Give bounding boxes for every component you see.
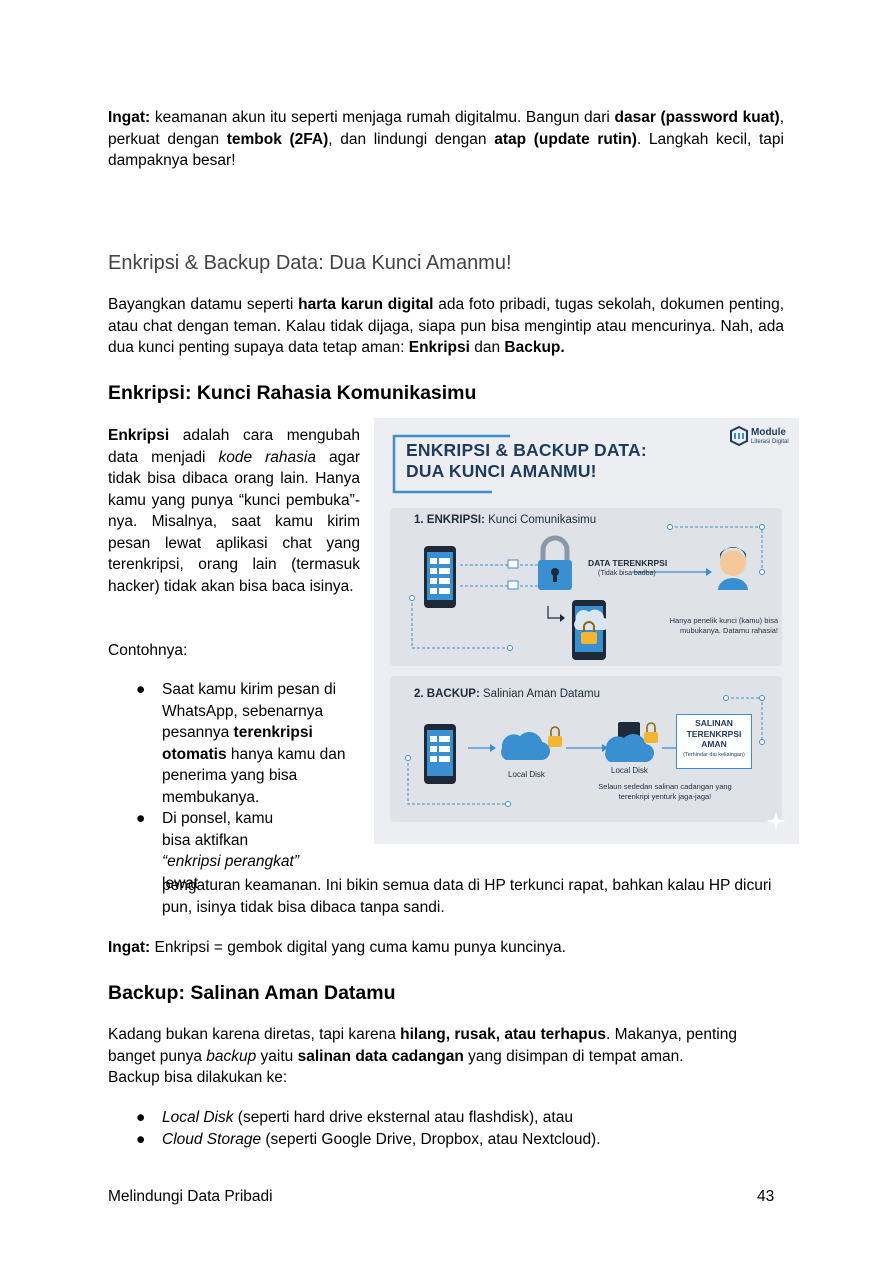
data-terenkripsi-label: DATA TERENKRPSI xyxy=(588,558,668,568)
local-disk-label: Local Disk xyxy=(611,766,648,775)
bold-text: Backup. xyxy=(504,339,565,356)
logo-name: Module xyxy=(751,427,786,438)
panel-title: 2. BACKUP: Salinian Aman Datamu xyxy=(414,688,600,700)
ingat-label: Ingat: xyxy=(108,939,151,956)
text: keamanan akun itu seperti menjaga rumah … xyxy=(150,109,615,126)
bullet-icon: ● xyxy=(136,1130,146,1148)
panel-number: 2. BACKUP: xyxy=(414,688,480,700)
backup-heading: Backup: Salinan Aman Datamu xyxy=(108,982,396,1004)
bold-text: dasar (password kuat) xyxy=(614,109,780,126)
bold-text: harta karun digital xyxy=(298,296,434,313)
enkripsi-paragraph: Enkripsi adalah cara mengubah data menja… xyxy=(108,425,360,597)
page-number: 43 xyxy=(757,1188,775,1205)
panel-subtitle: Salinian Aman Datamu xyxy=(479,688,600,700)
panel-title: 1. ENKRIPSI: Kunci Comunikasimu xyxy=(414,514,596,526)
text: Backup bisa dilakukan ke: xyxy=(108,1069,288,1086)
text: . Makanya, penting banget punya xyxy=(108,1026,737,1065)
title-line: ENKRIPSI & BACKUP DATA: xyxy=(406,440,647,460)
bold-text: tembok (2FA) xyxy=(226,130,329,148)
enkripsi-heading: Enkripsi: Kunci Rahasia Komunikasimu xyxy=(108,382,477,404)
caption-line: Selaun sededan salinan cadangan yang xyxy=(598,782,732,791)
section-title: Enkripsi & Backup Data: Dua Kunci Amanmu… xyxy=(108,252,512,274)
contohnya-label: Contohnya: xyxy=(108,642,188,659)
bold-text: Enkripsi xyxy=(408,339,470,356)
text: Saat kamu kirim pesan di WhatsApp, seben… xyxy=(162,681,337,741)
text: hanya kamu dan penerima yang bisa membuk… xyxy=(162,745,346,806)
text: ada foto pribadi, tugas sekolah, dokumen… xyxy=(108,296,784,356)
text: dan xyxy=(469,339,505,356)
footer-title: Melindungi Data Pribadi xyxy=(108,1188,273,1205)
enkripsi-panel: 1. ENKRIPSI: Kunci Comunikasimu xyxy=(390,508,782,666)
italic-text: backup xyxy=(206,1047,257,1065)
text: . Langkah kecil, tapi dampaknya besar! xyxy=(108,130,784,170)
bold-text: Enkripsi xyxy=(108,427,170,444)
bold-text: terenkripsi otomatis xyxy=(162,724,313,763)
section-intro-paragraph: Bayangkan datamu seperti harta karun dig… xyxy=(108,294,784,359)
module-logo-icon xyxy=(730,426,748,446)
enkripsi-diagram xyxy=(409,524,765,660)
list-item: ● Local Disk (seperti hard drive ekstern… xyxy=(108,1107,784,1129)
bullet-icon: ● xyxy=(136,1109,146,1126)
italic-text: “enkripsi perangkat” xyxy=(162,853,299,870)
box-line: SALINAN xyxy=(695,718,733,728)
panel-subtitle: Kunci Comunikasimu xyxy=(484,514,597,526)
backup-diagram xyxy=(405,695,765,807)
text: (seperti Google Drive, Dropbox, atau Nex… xyxy=(261,1130,601,1148)
text: Kadang bukan karena diretas, tapi karena xyxy=(108,1026,401,1043)
panel-number: 1. ENKRIPSI: xyxy=(414,514,485,526)
enkripsi-examples-list: ● Saat kamu kirim pesan di WhatsApp, seb… xyxy=(108,679,360,894)
ingat-label: Ingat: xyxy=(108,109,151,126)
list-item: ● Di ponsel, kamu bisa aktifkan “enkrips… xyxy=(108,808,360,894)
text: Di ponsel, kamu bisa aktifkan xyxy=(162,810,274,849)
backup-caption: Selaun sededan salinan cadangan yang ter… xyxy=(580,782,750,802)
enkripsi-ingat: Ingat: Enkripsi = gembok digital yang cu… xyxy=(108,937,566,959)
caption-line: mubukanya. Datamu rahasia! xyxy=(680,626,778,635)
backup-panel: 2. BACKUP: Salinian Aman Datamu xyxy=(390,676,782,822)
list-item: ● Saat kamu kirim pesan di WhatsApp, seb… xyxy=(108,679,360,808)
infographic-title: ENKRIPSI & BACKUP DATA: DUA KUNCI AMANMU… xyxy=(406,440,647,482)
italic-text: Cloud Storage xyxy=(162,1130,262,1148)
bold-text: salinan data cadangan xyxy=(297,1047,464,1065)
backup-paragraph: Kadang bukan karena diretas, tapi karena… xyxy=(108,1024,784,1089)
local-disk-label: Local Disk xyxy=(508,770,545,779)
text: , perkuat dengan xyxy=(108,109,785,148)
list-item-continuation: pengaturan keamanan. Ini bikin semua dat… xyxy=(162,877,772,916)
data-terenkripsi-sub: (Tidak bisa badba) xyxy=(598,570,656,577)
sparkle-icon xyxy=(766,811,786,831)
infographic-image: Module Literasi Digital ENKRIPSI & BACKU… xyxy=(374,418,799,844)
text: agar tidak bisa dibaca orang lain. Hanya… xyxy=(108,448,360,595)
salinan-box: SALINAN TERENKRPSI AMAN (Terhindar dai k… xyxy=(676,714,752,769)
caption-line: Hanya penelik kunci (kamu) bisa xyxy=(669,616,778,625)
bold-text: hilang, rusak, atau terhapus xyxy=(400,1026,606,1043)
enkripsi-caption: Hanya penelik kunci (kamu) bisa mubukany… xyxy=(634,616,778,636)
text: yang disimpan di tempat aman. xyxy=(463,1047,684,1065)
caption-line: terenkripi yenturk jaga-jaga! xyxy=(618,792,712,801)
bold-text: atap (update rutin) xyxy=(494,130,637,148)
text: adalah cara mengubah data menjadi xyxy=(108,427,360,466)
bullet-icon: ● xyxy=(136,681,146,698)
italic-text: Local Disk xyxy=(162,1109,234,1126)
box-line: AMAN xyxy=(701,739,727,749)
intro-paragraph: Ingat: keamanan akun itu seperti menjaga… xyxy=(108,107,784,172)
text: (seperti hard drive eksternal atau flash… xyxy=(233,1109,573,1126)
text: , dan lindungi dengan xyxy=(328,130,495,148)
list-item: ● Cloud Storage (seperti Google Drive, D… xyxy=(108,1129,784,1151)
title-line: DUA KUNCI AMANMU! xyxy=(406,461,597,481)
italic-text: kode rahasia xyxy=(218,448,316,466)
text: Bayangkan datamu seperti xyxy=(108,296,299,313)
box-line: TERENKRPSI xyxy=(686,728,742,739)
text: yaitu xyxy=(256,1047,298,1065)
backup-list: ● Local Disk (seperti hard drive ekstern… xyxy=(108,1107,784,1150)
text: Enkripsi = gembok digital yang cuma kamu… xyxy=(150,939,566,956)
bullet-icon: ● xyxy=(136,810,146,827)
box-sub: (Terhindar dai keliaingan) xyxy=(683,751,745,758)
title-bracket-icon xyxy=(392,434,510,494)
logo-subtitle: Literasi Digital xyxy=(751,439,789,445)
text: lewat xyxy=(162,874,199,892)
